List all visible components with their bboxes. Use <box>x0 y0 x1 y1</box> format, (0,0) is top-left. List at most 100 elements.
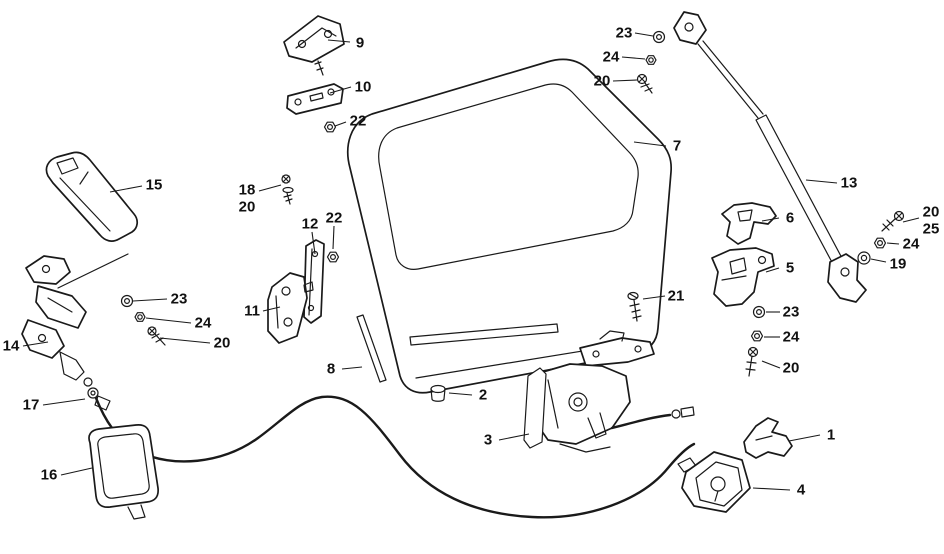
tailgate-trim-strip <box>409 323 559 346</box>
part-2-stopper <box>430 384 446 402</box>
part-24-nut-mid <box>750 330 764 342</box>
callout-23: 23 <box>616 25 633 42</box>
part-20-bolt-left <box>147 326 166 346</box>
leader-line-3 <box>498 433 530 441</box>
leader-line-15 <box>109 185 143 193</box>
part-24-nut-right <box>873 237 887 249</box>
callout-8: 8 <box>327 361 335 378</box>
leader-line-16 <box>60 467 93 476</box>
part-13-gas-strut <box>673 11 867 303</box>
callout-20: 20 <box>214 335 231 352</box>
callout-11: 11 <box>244 303 260 320</box>
opener-cable <box>94 395 696 519</box>
leader-line-20 <box>159 337 211 344</box>
part-24-nut-top <box>645 55 657 65</box>
leader-line-22 <box>332 225 335 250</box>
part-20-bolt-mid <box>745 346 759 377</box>
callout-24: 24 <box>195 315 212 332</box>
part-4-lock-cylinder <box>677 451 751 513</box>
callout-15: 15 <box>146 177 163 194</box>
latch-release-cable <box>610 413 672 430</box>
part-24-nut-left <box>134 312 146 322</box>
callout-13: 13 <box>841 175 858 192</box>
part-23-washer-mid <box>752 305 766 319</box>
callout-24: 24 <box>903 236 920 253</box>
leader-line-24 <box>886 242 900 245</box>
leader-line-8 <box>341 366 363 370</box>
part-16-opener-handle <box>88 424 159 520</box>
leader-line-21 <box>642 295 666 300</box>
leader-line-14 <box>22 341 49 347</box>
leader-line-12 <box>311 231 316 255</box>
callout-12: 12 <box>302 216 319 233</box>
callout-7: 7 <box>673 138 681 155</box>
leader-line-24 <box>621 56 646 60</box>
callout-1: 1 <box>827 427 835 444</box>
callout-16: 16 <box>41 467 58 484</box>
leader-line-7 <box>633 141 667 147</box>
leader-line-23 <box>132 298 168 302</box>
leader-line-19 <box>870 258 887 263</box>
leader-line-18 <box>258 184 282 192</box>
leader-line-17 <box>42 398 86 406</box>
part-12-striker-plate <box>303 239 325 324</box>
callout-3: 3 <box>484 432 492 449</box>
callout-9: 9 <box>356 35 364 52</box>
leader-line-2 <box>448 392 473 396</box>
part-5-striker-base <box>711 247 775 307</box>
callout-22: 22 <box>326 210 343 227</box>
part-22-nut-upper <box>323 121 337 133</box>
leader-line-20 <box>902 217 920 223</box>
part-3-latch-assembly <box>523 330 695 453</box>
part-20-25-screw-right <box>881 210 905 232</box>
tailgate-window-opening <box>378 83 639 270</box>
callout-20: 20 <box>783 360 800 377</box>
part-7-tailgate <box>346 58 673 394</box>
callout-20: 20 <box>923 204 940 221</box>
part-9-upper-hinge <box>283 15 345 76</box>
leader-line-6 <box>761 217 780 222</box>
callout-24: 24 <box>783 329 800 346</box>
part-23-washer-top <box>652 30 666 44</box>
callout-17: 17 <box>23 397 40 414</box>
callout-18: 18 <box>239 182 256 199</box>
leader-line-1 <box>788 434 821 442</box>
part-8-support-rod <box>356 314 387 383</box>
leader-line-9 <box>327 39 351 43</box>
leader-line-10 <box>329 86 352 94</box>
callout-2: 2 <box>479 387 487 404</box>
leader-line-23 <box>634 32 654 37</box>
callout-5: 5 <box>786 260 794 277</box>
callout-19: 19 <box>890 256 907 273</box>
part-6-striker-bracket <box>721 202 777 245</box>
callout-6: 6 <box>786 210 794 227</box>
leader-line-20 <box>761 360 781 369</box>
part-20-bolt-top <box>636 73 653 94</box>
part-14-hinge-assembly <box>21 253 129 387</box>
callout-21: 21 <box>668 288 685 305</box>
part-18-20-stud <box>281 174 294 205</box>
leader-line-22 <box>334 121 347 127</box>
leader-line-24 <box>145 317 192 324</box>
part-1-lock-bracket <box>743 417 793 459</box>
part-15-garnish <box>45 151 138 242</box>
callout-23: 23 <box>783 304 800 321</box>
part-23-washer-left <box>120 294 134 308</box>
callout-10: 10 <box>355 79 372 96</box>
callout-24: 24 <box>603 49 620 66</box>
callout-23: 23 <box>171 291 188 308</box>
leader-line-4 <box>752 487 791 491</box>
callout-20: 20 <box>239 199 256 216</box>
leader-line-11 <box>262 306 281 312</box>
leader-line-13 <box>805 179 838 184</box>
callout-4: 4 <box>797 482 806 499</box>
callout-22: 22 <box>350 113 367 130</box>
leader-line-5 <box>765 267 780 273</box>
part-10-hinge-base-plate <box>286 83 344 115</box>
callout-25: 25 <box>923 221 940 238</box>
callout-14: 14 <box>3 338 20 355</box>
callout-20: 20 <box>594 73 611 90</box>
